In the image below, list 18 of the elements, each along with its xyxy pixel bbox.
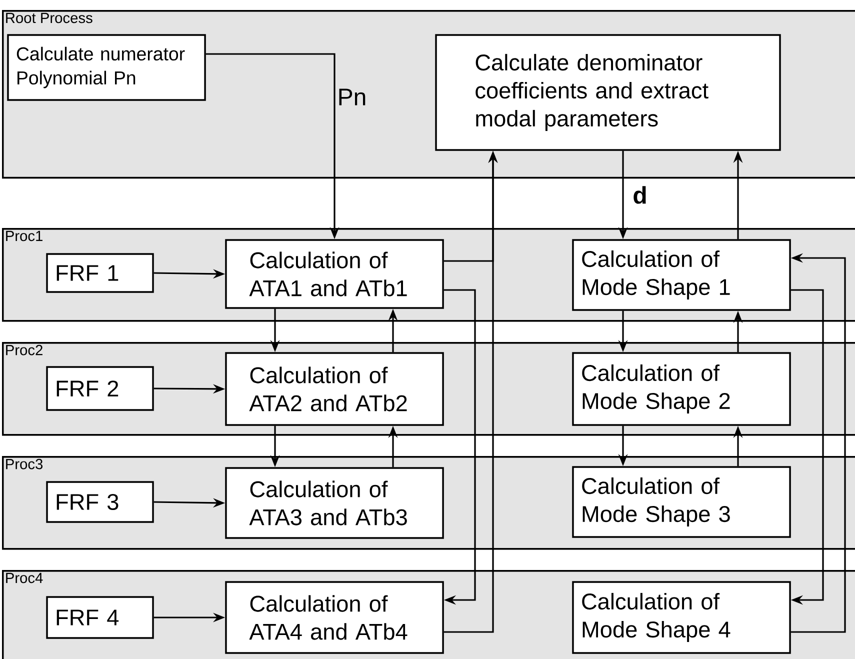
- process-box: FRF 1: [46, 253, 154, 293]
- process-box: Calculation of Mode Shape 3: [572, 466, 791, 538]
- arrow: [444, 289, 476, 605]
- edge-label: d: [631, 184, 649, 206]
- edge-label: Pn: [336, 87, 368, 107]
- process-box: Calculation of Mode Shape 4: [572, 581, 791, 654]
- process-box: FRF 4: [46, 596, 154, 639]
- process-box: Calculation of Mode Shape 1: [572, 239, 791, 311]
- process-box: Calculation of ATA4 and ATb4: [225, 581, 444, 654]
- process-box: FRF 3: [46, 481, 154, 523]
- process-box: Calculation of Mode Shape 2: [572, 352, 791, 426]
- process-box: Calculation of ATA2 and ATb2: [225, 352, 444, 426]
- process-box: Calculate denominator coefficients and extract modal parameters: [435, 34, 781, 151]
- arrow: [790, 289, 824, 605]
- process-box: Calculate numerator Polynomial Pn: [7, 34, 206, 101]
- process-box: Calculation of ATA1 and ATb1: [225, 239, 444, 309]
- process-box: Calculation of ATA3 and ATb3: [225, 467, 444, 539]
- process-box: FRF 2: [46, 366, 154, 411]
